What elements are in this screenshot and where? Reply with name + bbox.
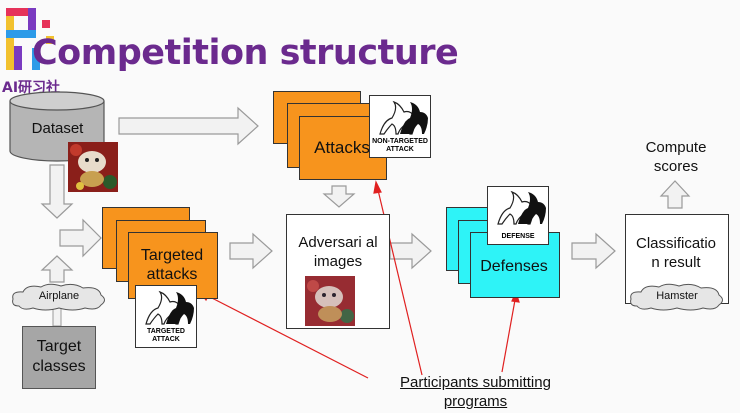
non-targeted-attack-thumb-label: NON-TARGETED ATTACK	[372, 138, 428, 153]
slide-title: Competition structure	[32, 33, 459, 73]
defense-thumb: DEFENSE	[487, 186, 549, 245]
target-classes-box	[22, 326, 96, 389]
hamster-photo	[68, 142, 118, 192]
arrow-adversarial-to-defenses	[389, 232, 432, 270]
arrow-classification-up	[659, 180, 691, 209]
arrow-airplane-up	[40, 255, 74, 283]
dataset-label: Dataset	[31, 120, 84, 137]
horse-icon	[145, 290, 194, 325]
classification-result-label: Classificatio n result	[635, 235, 717, 271]
participants-label: Participants submitting programs	[400, 374, 551, 410]
compute-scores-label: Compute scores	[645, 139, 707, 175]
arrow-attacks-down	[322, 185, 356, 208]
targeted-attack-thumb-label: TARGETED ATTACK	[147, 328, 185, 343]
horse-icon	[379, 100, 428, 135]
targeted-attacks-label: Targeted attacks	[140, 247, 204, 283]
airplane-cloud	[12, 283, 105, 311]
arrow-dataset-to-attacks	[118, 106, 259, 146]
arrow-targeted-to-adversarial	[229, 232, 273, 270]
hamster-label: Hamster	[656, 290, 698, 302]
airplane-label: Airplane	[38, 290, 80, 302]
adversarial-hamster-photo	[305, 276, 355, 326]
defense-thumb-label: DEFENSE	[501, 233, 535, 240]
adversarial-images-label: Adversari al images	[298, 234, 378, 270]
arrow-defenses-to-classification	[571, 232, 616, 270]
target-classes-label: Target classes	[32, 338, 86, 375]
hamster-cloud	[630, 283, 723, 311]
defenses-label: Defenses	[480, 258, 548, 275]
horse-icon	[497, 190, 546, 225]
attacks-label: Attacks	[314, 138, 370, 157]
arrow-to-targeted	[59, 218, 102, 258]
red-line-to-defenses	[501, 299, 516, 373]
non-targeted-attack-thumb: NON-TARGETED ATTACK	[369, 95, 431, 158]
ai-yanxishe-logo-icon	[6, 8, 54, 70]
arrow-dataset-down	[40, 164, 74, 219]
targeted-attack-thumb: TARGETED ATTACK	[135, 285, 197, 348]
red-line-to-targeted	[207, 295, 369, 379]
